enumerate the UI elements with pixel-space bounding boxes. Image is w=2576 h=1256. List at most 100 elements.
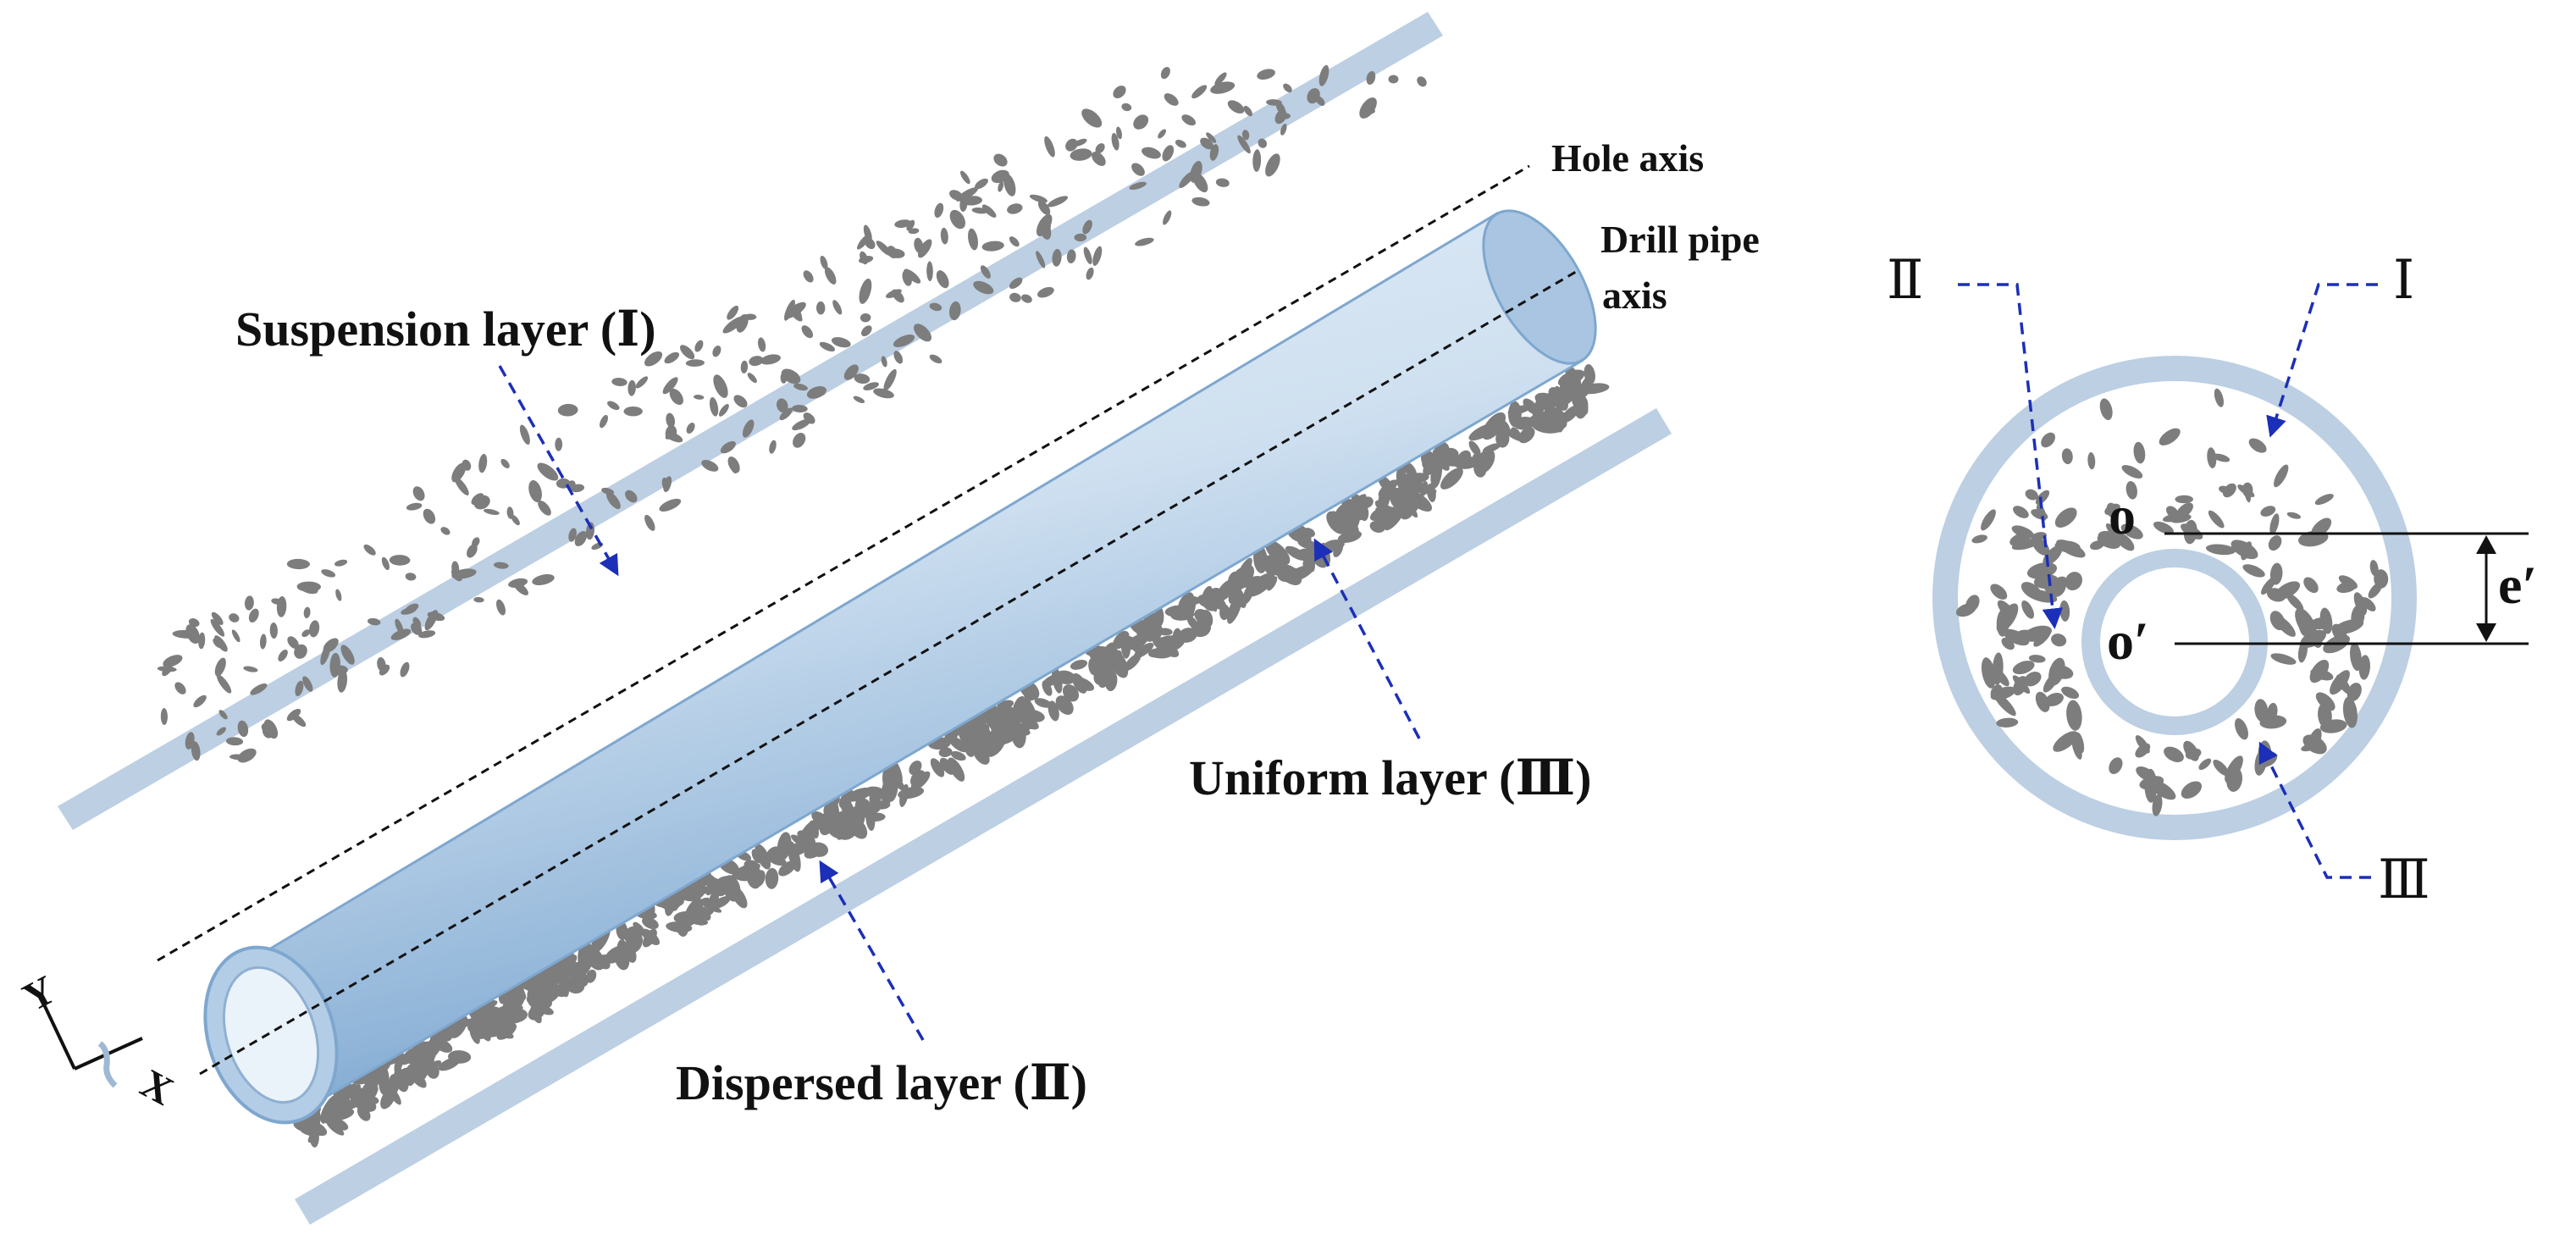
cutting-particle	[838, 789, 854, 809]
cutting-particle	[828, 797, 840, 827]
cutting-particle	[765, 867, 779, 889]
cutting-particle	[309, 620, 320, 638]
hole-axis-line	[157, 164, 1530, 962]
cutting-particle	[1085, 648, 1115, 658]
cutting-particle	[455, 477, 469, 495]
cutting-particle	[627, 379, 636, 396]
cutting-particle	[237, 748, 257, 763]
cutting-particle	[225, 737, 244, 746]
drill-pipe-bore-section	[2100, 567, 2249, 717]
cutting-particle	[478, 453, 488, 473]
cutting-particle	[198, 632, 206, 650]
cutting-particle	[2013, 506, 2029, 518]
cutting-particle	[302, 676, 313, 692]
cutting-particle	[973, 280, 994, 295]
cutting-particle	[2175, 502, 2193, 519]
cutting-particle	[2286, 512, 2302, 519]
cutting-particle	[2275, 581, 2301, 600]
cutting-particle	[894, 219, 911, 228]
cutting-particle	[299, 1121, 326, 1137]
cutting-particle	[866, 812, 886, 822]
cutting-particle	[1126, 637, 1142, 650]
cutting-particle	[586, 522, 594, 540]
cutting-particle	[321, 569, 336, 578]
cutting-particle	[843, 364, 859, 380]
cutting-particle	[2071, 736, 2082, 760]
cutting-particle	[893, 335, 915, 347]
cutting-particle	[2303, 577, 2319, 594]
cutting-particle	[2350, 642, 2362, 672]
cutting-particle	[865, 786, 887, 800]
cutting-particle	[1111, 132, 1119, 151]
roman-II-label: Ⅱ	[1887, 250, 1924, 310]
cutting-particle	[1009, 277, 1023, 290]
cutting-particle	[2109, 757, 2123, 774]
cutting-particle	[2270, 653, 2297, 665]
cutting-particle	[1993, 691, 2016, 717]
cutting-particle	[661, 477, 670, 492]
cutting-particle	[1981, 657, 1996, 689]
cutting-particle	[2261, 576, 2277, 595]
cutting-particle	[2269, 513, 2280, 535]
bed-particles	[293, 364, 1610, 1148]
cutting-particle	[635, 376, 649, 389]
cutting-particle	[644, 514, 655, 531]
cutting-particle	[2003, 628, 2030, 646]
cutting-particle	[2136, 766, 2156, 782]
cutting-particle	[1262, 561, 1284, 576]
cutting-particle	[191, 741, 201, 761]
cutting-particle	[1227, 100, 1245, 114]
cutting-particle	[1181, 114, 1197, 126]
cutting-particle	[722, 316, 744, 334]
cutting-particle	[625, 490, 638, 503]
cutting-particle	[1179, 171, 1195, 188]
cutting-particle	[831, 337, 851, 348]
cutting-particle	[720, 440, 736, 454]
cutting-particle	[1215, 178, 1230, 187]
cutting-particle	[2181, 523, 2203, 539]
cutting-particle	[1287, 529, 1303, 542]
cutting-particle	[1048, 700, 1059, 722]
cutting-particle	[390, 628, 412, 640]
cutting-particle	[662, 377, 678, 395]
cutting-particle	[1135, 237, 1154, 246]
uniform-layer-arrow	[1313, 538, 1421, 739]
cutting-particle	[394, 1068, 409, 1093]
cutting-particle	[1253, 575, 1269, 587]
cutting-particle	[2368, 582, 2383, 599]
cutting-particle	[1236, 557, 1252, 583]
cutting-particle	[1065, 138, 1078, 152]
cutting-particle	[965, 711, 987, 728]
cutting-particle	[2330, 670, 2350, 695]
cutting-particle	[1307, 88, 1320, 104]
cutting-particle	[1257, 69, 1275, 80]
cutting-particle	[686, 422, 695, 434]
cutting-particle	[214, 657, 226, 677]
cutting-particle	[614, 949, 630, 971]
cutting-particle	[1565, 364, 1582, 390]
cutting-particle	[427, 611, 445, 622]
axis-y-label: Y	[16, 967, 63, 1021]
cutting-particle	[500, 458, 510, 468]
roman-III-label: Ⅲ	[2378, 849, 2430, 910]
cutting-particle	[440, 527, 451, 535]
cutting-particle	[605, 491, 621, 510]
uniform-layer-label: Uniform layer (Ⅲ)	[1189, 750, 1591, 805]
cutting-particle	[1054, 670, 1076, 684]
cutting-particle	[237, 720, 249, 738]
cutting-particle	[1062, 684, 1080, 702]
cutting-particle	[2054, 507, 2077, 528]
cutting-particle	[1341, 499, 1362, 517]
cutting-particle	[244, 595, 254, 611]
cutting-particle	[210, 618, 225, 637]
cutting-particle	[2342, 696, 2358, 728]
cutting-particle	[857, 233, 871, 250]
cutting-particle	[1097, 670, 1114, 681]
cutting-particle	[560, 977, 570, 998]
pipe-center-label: o′	[2107, 611, 2149, 671]
cutting-particle	[2024, 672, 2042, 687]
cutting-particle	[193, 694, 207, 708]
cutting-particle	[973, 718, 988, 728]
cutting-particle	[971, 207, 988, 214]
cutting-particle	[975, 178, 988, 190]
